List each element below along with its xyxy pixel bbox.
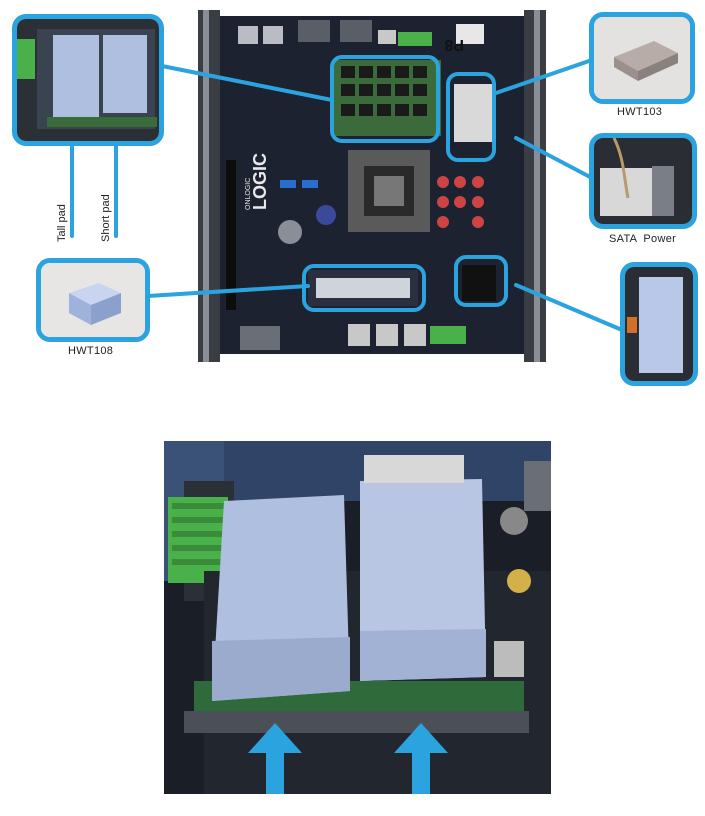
silk-mark: P8 bbox=[444, 36, 464, 53]
board-photo: LOGIC ONLOGIC P8 bbox=[198, 10, 546, 362]
memory-pads-closeup-photo bbox=[164, 441, 551, 794]
brand-mark: LOGIC bbox=[250, 153, 270, 210]
short-pad-label: Short pad bbox=[100, 194, 112, 242]
callout-hwt108 bbox=[36, 258, 150, 342]
hwt103-label: HWT103 bbox=[617, 106, 663, 118]
callout-power-pad bbox=[620, 262, 698, 386]
hwt108-label: HWT108 bbox=[68, 345, 114, 357]
callout-memory-pads bbox=[12, 14, 164, 146]
tall-pad-label: Tall pad bbox=[56, 204, 68, 242]
callout-sata-power bbox=[589, 133, 697, 229]
brand-sub-mark: ONLOGIC bbox=[245, 178, 252, 210]
sata-power-label: SATA Power bbox=[609, 233, 677, 245]
callout-hwt103 bbox=[589, 12, 695, 104]
